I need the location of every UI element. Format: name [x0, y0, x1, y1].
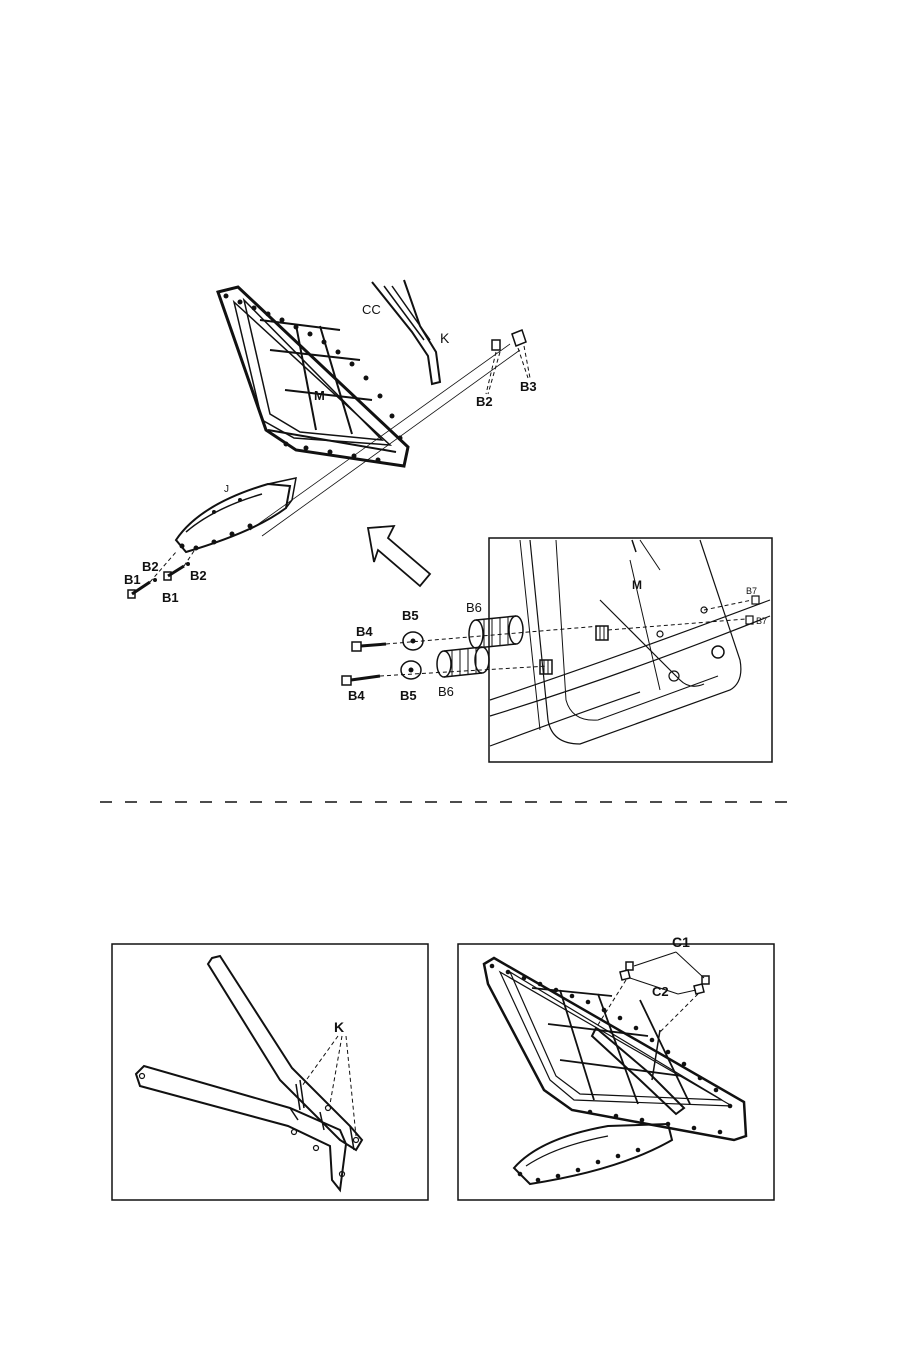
spring-b6-upper — [469, 616, 523, 648]
label-b2-a: B2 — [142, 559, 159, 574]
label-b2-b: B2 — [190, 568, 207, 583]
label-b1-b: B1 — [162, 590, 179, 605]
arm-j — [176, 478, 296, 552]
inset-label-m: M — [632, 578, 642, 592]
label-b2-top: B2 — [476, 394, 493, 409]
label-k-bottom: K — [334, 1019, 344, 1035]
label-b5-a: B5 — [402, 608, 419, 623]
label-b4-b: B4 — [348, 688, 365, 703]
label-c2: C2 — [652, 984, 669, 999]
label-m: M — [314, 388, 325, 403]
label-cc: CC — [362, 302, 381, 317]
direction-arrow — [368, 526, 430, 586]
inset-springs — [540, 626, 608, 674]
label-b5-b: B5 — [400, 688, 417, 703]
bottom-right-panel: C1 C2 — [458, 934, 774, 1200]
backboard-assembled — [484, 958, 746, 1140]
label-k: K — [440, 330, 450, 346]
inset-label-b7-a: B7 — [746, 586, 757, 596]
arm-under-backboard — [514, 1124, 672, 1184]
label-j: J — [224, 484, 229, 495]
label-c1: C1 — [672, 934, 690, 950]
inset-label-b7-b: B7 — [756, 616, 767, 626]
label-b6-b: B6 — [438, 684, 454, 699]
inset-detail: M B7 B7 — [489, 538, 772, 762]
bracket-k — [372, 280, 440, 384]
bracket-k-detail — [136, 956, 362, 1190]
label-b3: B3 — [520, 379, 537, 394]
label-b1-a: B1 — [124, 572, 141, 587]
label-b4-a: B4 — [356, 624, 373, 639]
bottom-left-panel: K — [112, 944, 428, 1200]
label-b6-a: B6 — [466, 600, 482, 615]
top-exploded-diagram: M CC K B2 B3 — [124, 280, 772, 762]
